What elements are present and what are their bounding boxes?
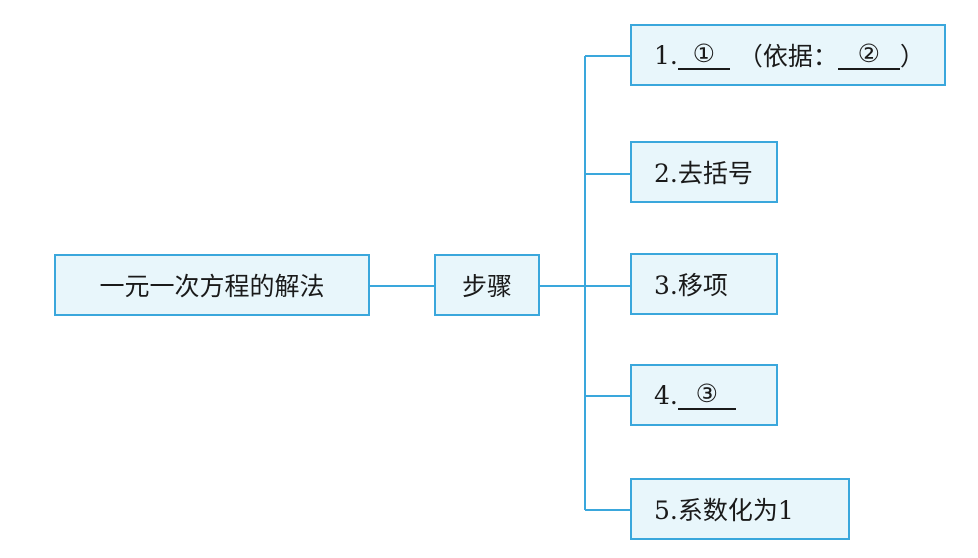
step-1-basis-label: （依据： <box>737 42 838 71</box>
step-5-label: 5.系数化为1 <box>654 496 794 525</box>
step-1-number: 1. <box>654 40 678 70</box>
step-2-label: 2.去括号 <box>654 159 753 188</box>
step-5-box: 5.系数化为1 <box>630 478 850 540</box>
steps-node-label: 步骤 <box>461 272 512 301</box>
step-4-blank: ③ <box>677 380 736 410</box>
step-2-box: 2.去括号 <box>630 141 778 203</box>
step-3-box: 3.移项 <box>630 253 778 315</box>
step-4-number: 4. <box>654 380 678 410</box>
step-1-basis-blank: ② <box>837 40 900 70</box>
step-3-label: 3.移项 <box>654 271 728 300</box>
steps-node: 步骤 <box>434 254 540 316</box>
step-1-box: 1. ① （依据： ② ） <box>630 24 946 86</box>
step-1-blank: ① <box>677 40 730 70</box>
step-1-close-paren: ） <box>899 42 925 71</box>
root-node: 一元一次方程的解法 <box>54 254 370 316</box>
root-node-label: 一元一次方程的解法 <box>99 272 325 301</box>
step-4-box: 4. ③ <box>630 364 778 426</box>
